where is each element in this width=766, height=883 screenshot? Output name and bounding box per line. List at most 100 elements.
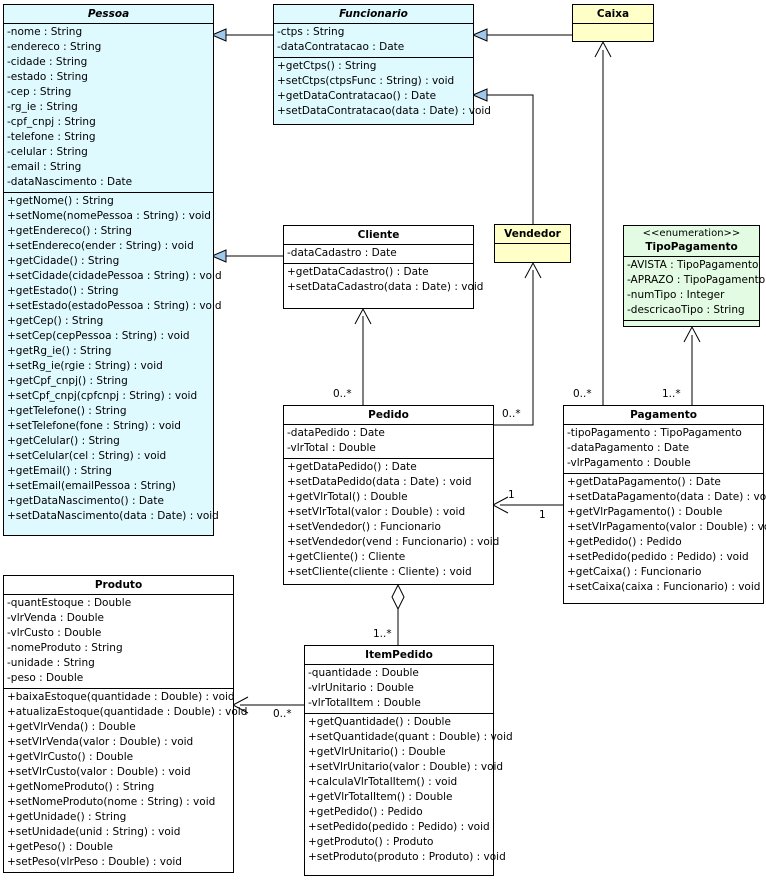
class-name: ItemPedido	[365, 649, 433, 661]
operation-row: +getNome() : String	[7, 195, 114, 207]
operation-row: +getDataNascimento() : Date	[7, 495, 164, 507]
operation-row: +setCelular(cel : String) : void	[7, 450, 167, 462]
operation-row: +setEstado(estadoPessoa : String) : void	[7, 300, 222, 312]
operation-row: +setCidade(cidadePessoa : String) : void	[7, 270, 222, 282]
attribute-row: -AVISTA : TipoPagamento	[627, 259, 759, 271]
attribute-row: -unidade : String	[7, 657, 95, 669]
attribute-row: -vlrUnitario : Double	[308, 682, 414, 694]
operation-list	[624, 320, 759, 326]
operation-row: +getCliente() : Cliente	[287, 551, 406, 563]
attribute-row: -nome : String	[7, 26, 83, 38]
operation-row: +setProduto(produto : Produto) : void	[308, 851, 506, 863]
attribute-row: -vlrTotal : Double	[287, 442, 376, 454]
class-name: Vendedor	[495, 225, 570, 244]
operation-row: +setDataContratacao(data : Date) : void	[277, 105, 491, 117]
operation-list: +getDataCadastro() : Date+setDataCadastr…	[284, 263, 484, 297]
operation-row: +getVlrUnitario() : Double	[308, 746, 446, 758]
operation-list: +getNome() : String +setNome(nomePessoa :…	[4, 192, 222, 526]
multiplicity-pagamento-tipo: 1..*	[662, 388, 681, 400]
operation-row: +setUnidade(unid : String) : void	[7, 826, 181, 838]
class-tipopagamento: <<enumeration>> TipoPagamento -AVISTA : …	[623, 225, 765, 327]
attribute-list: -quantidade : Double -vlrUnitario : Doubl…	[305, 664, 493, 713]
attribute-row: -endereco : String	[7, 41, 102, 53]
operation-row: +getRg_ie() : String	[7, 345, 112, 357]
attribute-row: -dataPedido : Date	[287, 427, 385, 439]
multiplicity-pedido-end: 1	[508, 489, 515, 501]
operation-row: +getEstado() : String	[7, 285, 119, 297]
attribute-row: -dataContratacao : Date	[277, 41, 405, 53]
attribute-row: -cidade : String	[7, 56, 88, 68]
class-pedido: Pedido -dataPedido : Date-vlrTotal : Dou…	[283, 405, 499, 585]
attribute-row: -celular : String	[7, 146, 88, 158]
operation-row: +getDataContratacao() : Date	[277, 90, 437, 102]
attribute-row: -descricaoTipo : String	[627, 304, 745, 316]
operation-row: +getPedido() : Pedido	[567, 536, 682, 548]
class-name: Cliente	[357, 229, 400, 241]
attribute-row: -telefone : String	[7, 131, 96, 143]
operation-row: +getQuantidade() : Double	[308, 716, 451, 728]
multiplicity-pedido-cliente: 0..*	[333, 388, 352, 400]
operation-list: +getDataPedido() : Date +setDataPedido(da…	[284, 458, 499, 582]
attribute-row: -quantidade : Double	[308, 667, 419, 679]
multiplicity-pedido-vendedor: 0..*	[502, 408, 521, 420]
operation-row: +getUnidade() : String	[7, 811, 127, 823]
class-name: Pessoa	[87, 8, 130, 20]
class-produto: Produto -quantEstoque : Double-vlrVenda …	[3, 575, 248, 873]
operation-row: +setVendedor() : Funcionario	[287, 521, 441, 533]
class-name: TipoPagamento	[645, 241, 738, 253]
operation-row: +setEndereco(ender : String) : void	[7, 240, 194, 252]
operation-row: +getCidade() : String	[7, 255, 120, 267]
operation-row: +setCtps(ctpsFunc : String) : void	[277, 75, 455, 87]
attribute-row: -nomeProduto : String	[7, 642, 123, 654]
operation-row: +atualizaEstoque(quantidade : Double) : …	[7, 706, 248, 718]
attribute-list: -ctps : String -dataContratacao : Date	[274, 23, 473, 57]
operation-row: +getVlrCusto() : Double	[7, 751, 134, 763]
operation-row: +setPedido(pedido : Pedido) : void	[567, 551, 749, 563]
operation-row: +getVlrVenda() : Double	[7, 721, 136, 733]
multiplicity-pagamento-end: 1	[539, 509, 546, 521]
operation-row: +setVlrVenda(valor : Double) : void	[7, 736, 194, 748]
class-vendedor: Vendedor	[494, 224, 571, 263]
attribute-row: -ctps : String	[277, 26, 345, 38]
class-funcionario: Funcionario -ctps : String -dataContratac…	[273, 4, 491, 125]
operation-row: +getCtps() : String	[277, 60, 377, 72]
class-name: Funcionario	[339, 8, 408, 20]
operation-row: +setNomeProduto(nome : String) : void	[7, 796, 216, 808]
operation-list: +getDataPagamento() : Date+setDataPagame…	[564, 473, 766, 597]
operation-row: +setDataNascimento(data : Date) : void	[7, 510, 219, 522]
attribute-list: -dataCadastro : Date	[284, 244, 473, 263]
operation-row: +setDataPedido(data : Date) : void	[287, 476, 472, 488]
attribute-row: -estado : String	[7, 71, 88, 83]
attribute-row: -vlrCusto : Double	[7, 627, 102, 639]
operation-row: +setNome(nomePessoa : String) : void	[7, 210, 211, 222]
operation-row: +getTelefone() : String	[7, 405, 127, 417]
operation-row: +setCpf_cnpj(cpfcnpj : String) : void	[7, 390, 198, 402]
operation-row: +setRg_ie(rgie : String) : void	[7, 360, 163, 372]
class-name: Produto	[94, 579, 143, 591]
operation-list: +getCtps() : String +setCtps(ctpsFunc : S…	[274, 57, 491, 121]
operation-row: +setDataCadastro(data : Date) : void	[287, 281, 484, 293]
operation-row: +getDataPedido() : Date	[287, 461, 417, 473]
attribute-row: -vlrTotalItem : Double	[308, 697, 421, 709]
operation-row: +getVlrTotalItem() : Double	[308, 791, 453, 803]
attribute-row: -dataCadastro : Date	[287, 247, 397, 259]
operation-row: +setVlrCusto(valor : Double) : void	[7, 766, 191, 778]
stereotype-label: <<enumeration>>	[642, 228, 741, 239]
operation-row: +setCaixa(caixa : Funcionario) : void	[567, 581, 761, 593]
operation-row: +getPedido() : Pedido	[308, 806, 423, 818]
attribute-row: -cpf_cnpj : String	[7, 116, 96, 128]
attribute-row: -rg_ie : String	[7, 101, 78, 113]
attribute-row: -quantEstoque : Double	[7, 597, 132, 609]
multiplicity-pagamento-caixa: 0..*	[573, 388, 592, 400]
class-pagamento: Pagamento -tipoPagamento : TipoPagamento…	[563, 405, 766, 604]
attribute-list: -nome : String -endereco : String -cidade …	[4, 23, 213, 192]
operation-list: +getQuantidade() : Double+setQuantidade(…	[305, 713, 513, 867]
attribute-list: -quantEstoque : Double-vlrVenda : Double…	[4, 594, 233, 688]
operation-row: +setEmail(emailPessoa : String)	[7, 480, 176, 492]
operation-row: +getVlrTotal() : Double	[287, 491, 408, 503]
operation-row: +setTelefone(fone : String) : void	[7, 420, 181, 432]
operation-row: +setCliente(cliente : Cliente) : void	[287, 566, 472, 578]
attribute-list: -dataPedido : Date -vlrTotal : Double	[284, 424, 493, 458]
operation-row: +getEndereco() : String	[7, 225, 132, 237]
